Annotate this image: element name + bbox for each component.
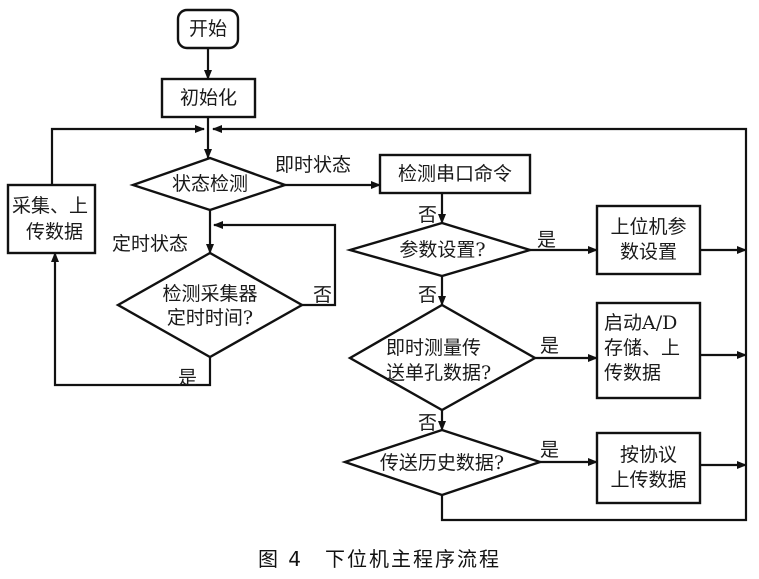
param-set-label: 参数设置? bbox=[399, 239, 486, 261]
collect-upload-label-line2: 传数据 bbox=[26, 221, 84, 243]
init-box bbox=[160, 77, 257, 119]
serial-cmd-box bbox=[378, 153, 532, 195]
edge-label-instant-no: 否 bbox=[418, 412, 438, 434]
edge-label-timer-no: 否 bbox=[313, 284, 333, 306]
edge-label-timed-state: 定时状态 bbox=[112, 233, 189, 255]
edge-history-no bbox=[440, 495, 748, 522]
edge-label-instant-state: 即时状态 bbox=[275, 154, 352, 176]
edge-label-instant-yes: 是 bbox=[540, 335, 560, 357]
timer-check-label-line1: 检测采集器 bbox=[162, 283, 258, 305]
start-ad-box bbox=[595, 301, 702, 400]
start-ad-label-line2: 存储、上 bbox=[604, 337, 681, 359]
protocol-upload-box bbox=[595, 431, 702, 505]
edge-label-serial-no: 否 bbox=[418, 204, 438, 226]
protocol-upload-label-line1: 按协议 bbox=[619, 444, 677, 466]
edge-collect-return bbox=[50, 125, 205, 185]
figure-number: 图 4 bbox=[257, 547, 304, 571]
history-label: 传送历史数据? bbox=[379, 452, 505, 474]
instant-measure-label-line2: 送单孔数据? bbox=[386, 362, 492, 384]
start-ad-label-line3: 传数据 bbox=[604, 362, 662, 384]
figure-caption: 图 4 下位机主程序流程 bbox=[0, 543, 759, 572]
edge-timer-yes bbox=[51, 252, 212, 387]
collect-upload-label-line1: 采集、上 bbox=[12, 195, 89, 217]
instant-measure-label-line1: 即时测量传 bbox=[386, 337, 482, 359]
protocol-upload-label-line2: 上传数据 bbox=[610, 469, 687, 491]
host-param-label-line1: 上位机参 bbox=[610, 216, 687, 238]
serial-cmd-label: 检测串口命令 bbox=[397, 163, 512, 185]
edge-right-return bbox=[212, 125, 748, 500]
start-ad-label-line1: 启动A/D bbox=[604, 312, 678, 334]
edge-label-timer-yes: 是 bbox=[178, 367, 198, 389]
start-label: 开始 bbox=[188, 18, 227, 40]
edge-label-param-yes: 是 bbox=[537, 229, 557, 251]
edge-timer-no bbox=[213, 221, 337, 307]
edge-label-history-yes: 是 bbox=[540, 439, 560, 461]
host-param-label-line2: 数设置 bbox=[619, 241, 677, 263]
figure-title: 下位机主程序流程 bbox=[325, 547, 502, 571]
init-label: 初始化 bbox=[179, 87, 237, 109]
host-param-box bbox=[595, 204, 702, 276]
timer-check-label-line2: 定时时间? bbox=[166, 307, 254, 329]
edge-label-param-no: 否 bbox=[418, 284, 438, 306]
state-check-label: 状态检测 bbox=[171, 173, 248, 195]
